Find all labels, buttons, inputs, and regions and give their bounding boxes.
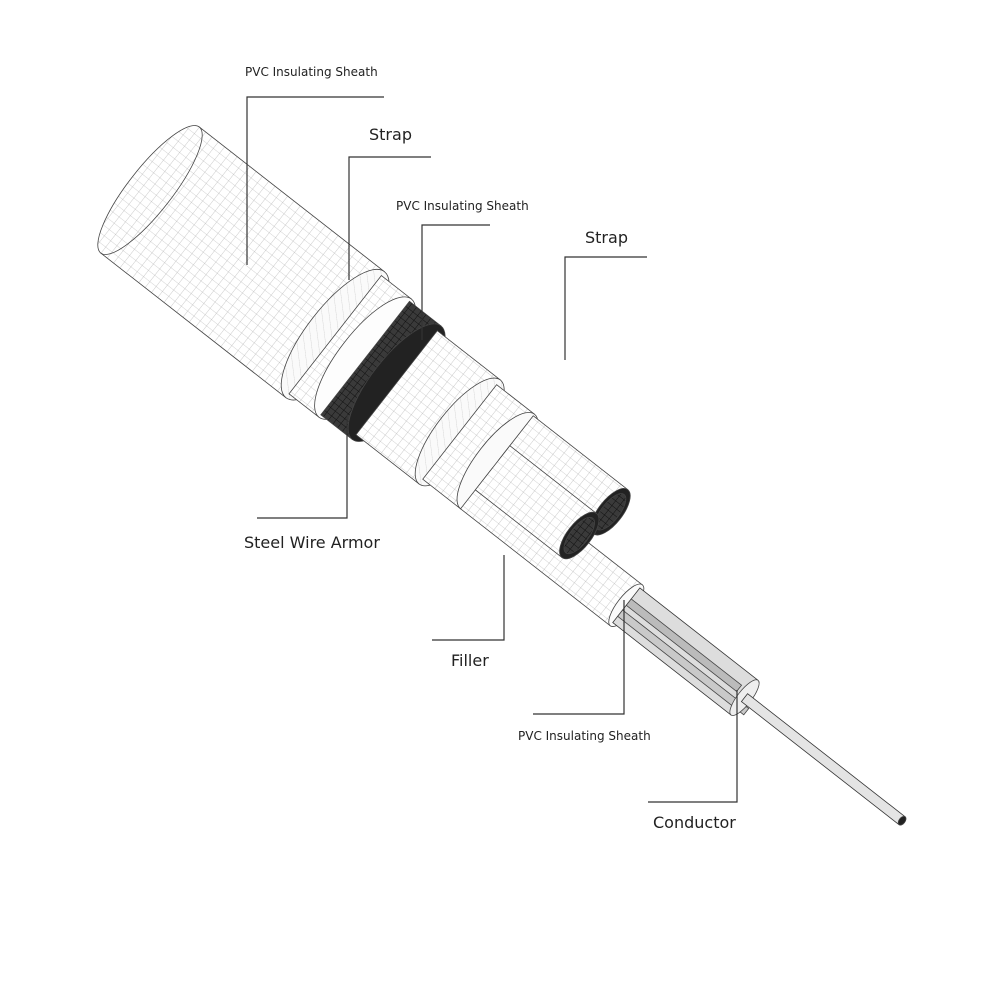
label-core-pvc-sheath: PVC Insulating Sheath (518, 729, 651, 743)
label-inner-strap: Strap (585, 228, 628, 247)
core-1 (498, 415, 631, 536)
leader-lines (246, 96, 738, 803)
label-outer-strap: Strap (369, 125, 412, 144)
label-outer-pvc-sheath: PVC Insulating Sheath (245, 65, 378, 79)
label-inner-pvc-sheath: PVC Insulating Sheath (396, 199, 529, 213)
label-steel-wire-armor: Steel Wire Armor (244, 533, 380, 552)
core-2 (474, 445, 600, 560)
label-conductor: Conductor (653, 813, 736, 832)
label-filler: Filler (451, 651, 489, 670)
